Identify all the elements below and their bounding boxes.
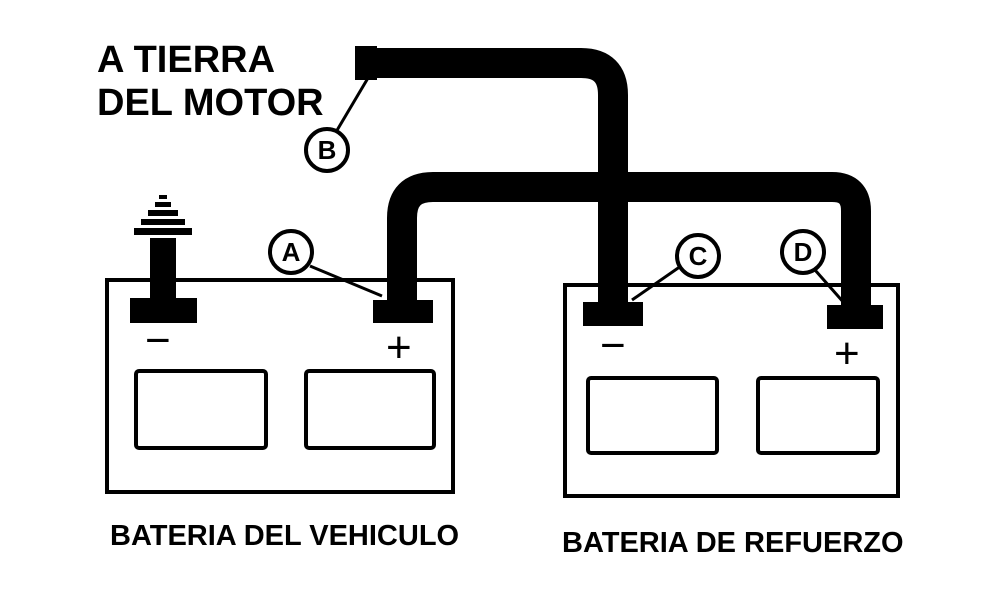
vehicle-battery-label: BATERIA DEL VEHICULO: [110, 520, 459, 552]
vehicle-battery-cell-right: [304, 369, 436, 450]
booster-battery-case: [563, 283, 900, 498]
booster-battery-cell-left: [586, 376, 719, 455]
booster-positive-sign: +: [834, 329, 860, 378]
callout-b-circle: [304, 127, 350, 173]
engine-ground-clamp: [355, 46, 377, 80]
callout-d-circle: [780, 229, 826, 275]
vehicle-negative-sign: −: [145, 316, 171, 365]
vehicle-battery-case: [105, 278, 455, 494]
callout-c-circle: [675, 233, 721, 279]
vehicle-positive-terminal: [373, 300, 433, 323]
callout-c-letter: C: [689, 241, 708, 271]
vehicle-battery-cell-left: [134, 369, 268, 450]
callout-c-leader: [631, 264, 682, 302]
callout-b-leader: [334, 77, 370, 133]
callout-a-leader: [309, 264, 383, 298]
booster-battery-cell-right: [756, 376, 880, 455]
vehicle-ground-cable: [150, 238, 176, 306]
callout-a-circle: [268, 229, 314, 275]
booster-battery-label: BATERIA DE REFUERZO: [562, 527, 904, 559]
negative-jumper-cable: [362, 48, 628, 306]
vehicle-positive-sign: +: [386, 323, 412, 372]
callout-d-letter: D: [794, 237, 813, 267]
chassis-ground-icon: [134, 195, 192, 235]
ground-label-line2: DEL MOTOR: [97, 82, 324, 124]
callout-d-leader: [813, 269, 847, 305]
callout-b-letter: B: [318, 135, 337, 165]
booster-battery: − +: [563, 283, 900, 498]
callout-a-letter: A: [282, 237, 301, 267]
booster-negative-sign: −: [600, 321, 626, 370]
ground-label-line1: A TIERRA: [97, 39, 275, 81]
vehicle-battery: − +: [105, 195, 455, 494]
positive-jumper-cable: [387, 172, 871, 312]
